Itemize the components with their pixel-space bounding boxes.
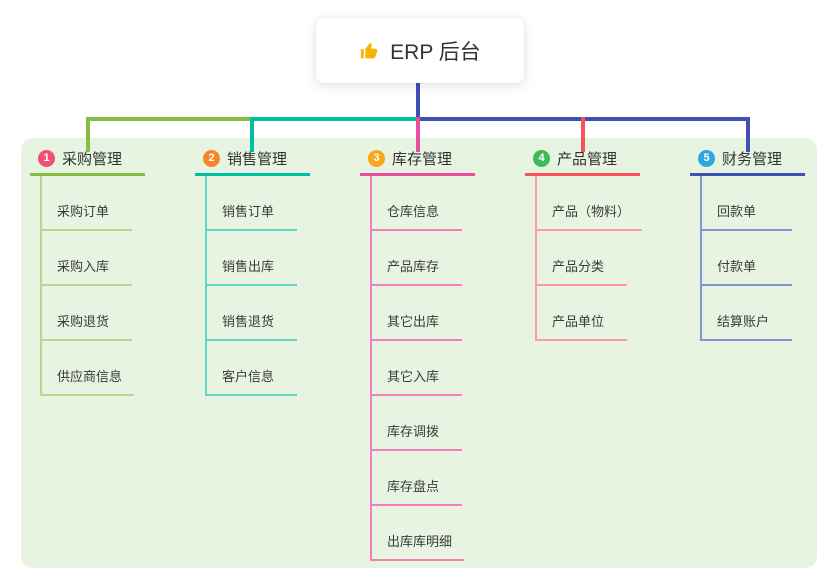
child-node[interactable]: 出库库明细 [372, 506, 465, 561]
root-node-label: ERP 后台 [390, 40, 481, 64]
child-node[interactable]: 销售订单 [207, 176, 297, 231]
child-node[interactable]: 客户信息 [207, 341, 297, 396]
branch-column: 3 库存管理 仓库信息产品库存其它出库其它入库库存调拨库存盘点出库库明细 [360, 146, 475, 561]
branch-column: 4 产品管理 产品（物料）产品分类产品单位 [525, 146, 643, 341]
branch-number-badge: 3 [368, 150, 385, 167]
branch-node[interactable]: 2 销售管理 [195, 146, 310, 176]
branch-children-list: 销售订单销售出库销售退货客户信息 [205, 176, 310, 396]
branch-drop-line [746, 117, 750, 152]
child-node[interactable]: 仓库信息 [372, 176, 462, 231]
branch-node[interactable]: 4 产品管理 [525, 146, 640, 176]
trunk-segment-left [86, 117, 254, 121]
branch-node[interactable]: 5 财务管理 [690, 146, 805, 176]
child-node[interactable]: 产品库存 [372, 231, 462, 286]
root-connector-line [416, 83, 420, 121]
child-node[interactable]: 采购退货 [42, 286, 132, 341]
branch-label: 销售管理 [227, 151, 288, 168]
child-node[interactable]: 产品（物料） [537, 176, 643, 231]
branch-node[interactable]: 3 库存管理 [360, 146, 475, 176]
branch-column: 5 财务管理 回款单付款单结算账户 [690, 146, 805, 341]
branch-column: 2 销售管理 销售订单销售出库销售退货客户信息 [195, 146, 310, 396]
branch-node[interactable]: 1 采购管理 [30, 146, 145, 176]
trunk-segment-middle [252, 117, 418, 121]
child-node[interactable]: 销售出库 [207, 231, 297, 286]
branch-column: 1 采购管理 采购订单采购入库采购退货供应商信息 [30, 146, 145, 396]
branches-panel [21, 138, 817, 568]
child-node[interactable]: 库存盘点 [372, 451, 462, 506]
branch-label: 库存管理 [392, 151, 453, 168]
child-node[interactable]: 销售退货 [207, 286, 297, 341]
branch-children-list: 回款单付款单结算账户 [700, 176, 805, 341]
branch-drop-line [250, 117, 254, 152]
child-node[interactable]: 采购订单 [42, 176, 132, 231]
root-node[interactable]: ERP 后台 [316, 18, 524, 83]
child-node[interactable]: 库存调拨 [372, 396, 462, 451]
branch-children-list: 仓库信息产品库存其它出库其它入库库存调拨库存盘点出库库明细 [370, 176, 475, 561]
child-node[interactable]: 其它入库 [372, 341, 462, 396]
branch-children-list: 产品（物料）产品分类产品单位 [535, 176, 643, 341]
branch-children-list: 采购订单采购入库采购退货供应商信息 [40, 176, 145, 396]
branch-drop-line [581, 117, 585, 152]
branch-drop-line [416, 117, 420, 152]
child-node[interactable]: 产品分类 [537, 231, 627, 286]
child-node[interactable]: 其它出库 [372, 286, 462, 341]
branch-label: 采购管理 [62, 151, 123, 168]
child-node[interactable]: 供应商信息 [42, 341, 135, 396]
branch-drop-line [86, 117, 90, 152]
branch-number-badge: 1 [38, 150, 55, 167]
thumbs-up-icon [359, 40, 381, 62]
child-node[interactable]: 付款单 [702, 231, 792, 286]
child-node[interactable]: 产品单位 [537, 286, 627, 341]
child-node[interactable]: 回款单 [702, 176, 792, 231]
branch-label: 财务管理 [722, 151, 783, 168]
branch-number-badge: 4 [533, 150, 550, 167]
branch-number-badge: 2 [203, 150, 220, 167]
child-node[interactable]: 采购入库 [42, 231, 132, 286]
branch-label: 产品管理 [557, 151, 618, 168]
branch-number-badge: 5 [698, 150, 715, 167]
child-node[interactable]: 结算账户 [702, 286, 792, 341]
